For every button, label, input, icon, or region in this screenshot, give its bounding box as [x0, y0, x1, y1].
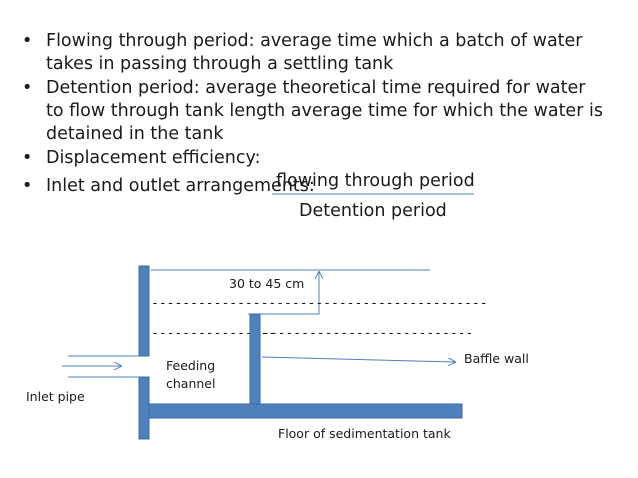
- baffle-pointer-arrow-icon: [261, 356, 455, 362]
- bullet-line: detained in the tank: [46, 124, 224, 144]
- bullet-line: Flowing through period: average time whi…: [46, 31, 583, 51]
- baffle-wall: [249, 313, 261, 407]
- bullet-displacement-efficiency: • Displacement efficiency:: [22, 147, 622, 170]
- bullet-detention-period: • Detention period: average theoretical …: [22, 77, 622, 146]
- inlet-pipe-label: Inlet pipe: [26, 389, 85, 404]
- dashed-level-bottom-left: ----------------: [151, 326, 276, 341]
- inlet-wall-lower: [138, 376, 150, 440]
- bullet-flowing-through-period: • Flowing through period: average time w…: [22, 30, 622, 76]
- bullet-line: Detention period: average theoretical ti…: [46, 78, 586, 98]
- floor-label: Floor of sedimentation tank: [278, 426, 451, 441]
- bullet-icon: •: [22, 176, 33, 196]
- efficiency-denominator: Detention period: [299, 201, 447, 221]
- bullet-icon: •: [22, 78, 33, 98]
- bullet-icon: •: [22, 148, 33, 168]
- dashed-level-bottom-right: ---------------------------: [262, 326, 473, 341]
- bullet-inlet-outlet: • Inlet and outlet arrangements:: [22, 175, 622, 198]
- efficiency-numerator: flowing through period: [276, 171, 475, 191]
- feeding-channel-label-line1: Feeding: [166, 358, 215, 373]
- bullet-line: takes in passing through a settling tank: [46, 54, 394, 74]
- tank-floor: [148, 403, 463, 419]
- bullet-list: • Flowing through period: average time w…: [22, 30, 622, 199]
- baffle-wall-label: Baffle wall: [464, 351, 529, 366]
- bullet-line: Inlet and outlet arrangements:: [46, 176, 315, 196]
- dashed-level-top: ----------------------------------------…: [151, 296, 488, 311]
- bullet-line: Displacement efficiency:: [46, 148, 261, 168]
- feeding-channel-label-line2: channel: [166, 376, 215, 391]
- inlet-wall-upper: [138, 265, 150, 357]
- bullet-line: to flow through tank length average time…: [46, 101, 603, 121]
- bullet-icon: •: [22, 31, 33, 51]
- depth-label: 30 to 45 cm: [229, 276, 304, 291]
- depth-bracket: [248, 288, 320, 315]
